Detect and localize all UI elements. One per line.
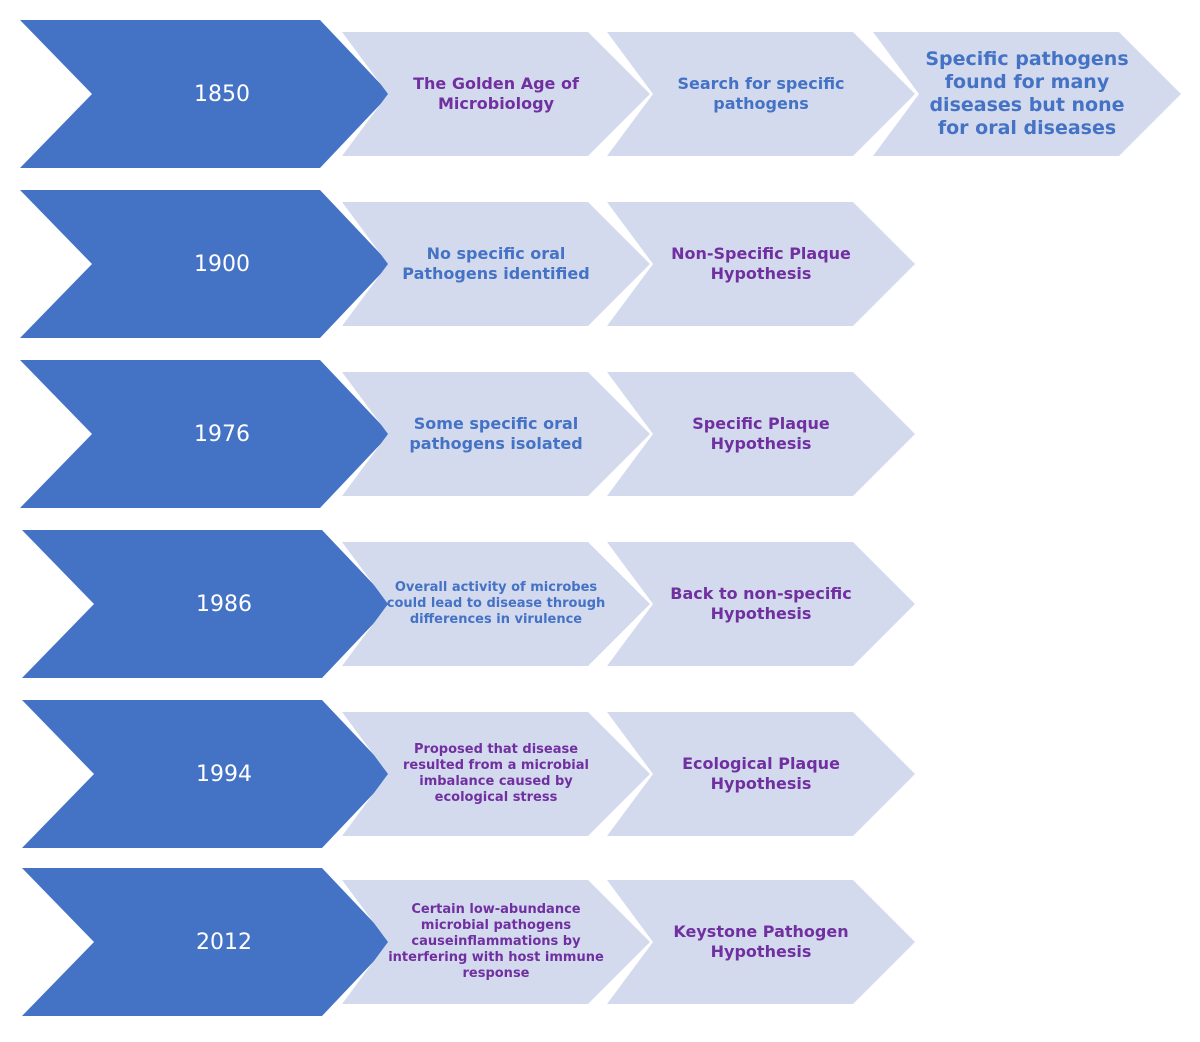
step-chevron: Specific Plaque Hypothesis [607, 372, 915, 496]
timeline-row: 1976 Some specific oral pathogens isolate… [0, 360, 1200, 508]
step-label: Non-Specific Plaque Hypothesis [671, 244, 851, 283]
step-label: Keystone Pathogen Hypothesis [673, 922, 849, 961]
step-chevron: Ecological Plaque Hypothesis [607, 712, 915, 836]
step-chevron-bg-shape [607, 202, 915, 326]
step-chevron-bg [342, 880, 650, 1004]
year-chevron: 2012 [22, 868, 392, 1016]
step-chevron: Search for specific pathogens [607, 32, 915, 156]
step-label: Specific pathogens found for many diseas… [925, 47, 1129, 140]
step-label: No specific oral Pathogens identified [402, 244, 590, 283]
step-label: Some specific oral pathogens isolated [409, 414, 583, 453]
year-label: 1986 [196, 591, 252, 617]
step-chevron: Certain low-abundance microbial pathogen… [342, 880, 650, 1004]
year-label: 1850 [194, 81, 250, 107]
step-chevron-bg [607, 372, 915, 496]
step-chevron-bg [342, 372, 650, 496]
year-chevron: 1976 [20, 360, 390, 508]
year-label: 1900 [194, 251, 250, 277]
step-label: Overall activity of microbes could lead … [386, 580, 606, 627]
year-chevron: 1994 [22, 700, 392, 848]
step-chevron: Non-Specific Plaque Hypothesis [607, 202, 915, 326]
step-chevron: Back to non-specific Hypothesis [607, 542, 915, 666]
step-chevron-bg [342, 712, 650, 836]
step-chevron-bg [342, 542, 650, 666]
step-chevron: Overall activity of microbes could lead … [342, 542, 650, 666]
step-chevron: Proposed that disease resulted from a mi… [342, 712, 650, 836]
year-label: 1976 [194, 421, 250, 447]
step-chevron-bg [873, 32, 1181, 156]
step-chevron-bg [607, 202, 915, 326]
year-label: 2012 [196, 929, 252, 955]
year-chevron-bg [20, 360, 390, 508]
year-chevron-bg [22, 700, 392, 848]
timeline-row: 2012 Certain low-abundance microbial path… [0, 868, 1200, 1016]
step-label: Search for specific pathogens [677, 74, 845, 113]
step-chevron-bg [342, 202, 650, 326]
step-chevron-bg-shape [607, 880, 915, 1004]
step-chevron: The Golden Age of Microbiology [342, 32, 650, 156]
year-chevron-bg-shape [20, 190, 390, 338]
step-label: Back to non-specific Hypothesis [670, 584, 852, 623]
year-chevron: 1986 [22, 530, 392, 678]
year-chevron-bg [20, 190, 390, 338]
step-chevron: Specific pathogens found for many diseas… [873, 32, 1181, 156]
step-chevron-bg-shape [607, 32, 915, 156]
step-chevron-bg-shape [342, 32, 650, 156]
year-chevron-bg [20, 20, 390, 168]
step-chevron-bg-shape [342, 372, 650, 496]
step-label: The Golden Age of Microbiology [413, 74, 579, 113]
timeline-row: 1850 The Golden Age of Microbiology Search… [0, 20, 1200, 168]
step-chevron: Some specific oral pathogens isolated [342, 372, 650, 496]
year-chevron-bg [22, 530, 392, 678]
step-chevron-bg-shape [342, 880, 650, 1004]
year-chevron: 1850 [20, 20, 390, 168]
year-chevron-bg-shape [20, 20, 390, 168]
step-label: Proposed that disease resulted from a mi… [403, 742, 589, 805]
step-chevron-bg-shape [607, 372, 915, 496]
step-label: Ecological Plaque Hypothesis [682, 754, 840, 793]
step-label: Certain low-abundance microbial pathogen… [388, 902, 604, 981]
year-chevron-bg-shape [22, 530, 392, 678]
step-chevron: Keystone Pathogen Hypothesis [607, 880, 915, 1004]
step-chevron-bg [607, 712, 915, 836]
year-chevron-bg-shape [20, 360, 390, 508]
step-chevron-bg-shape [342, 712, 650, 836]
step-label: Specific Plaque Hypothesis [692, 414, 830, 453]
timeline-row: 1994 Proposed that disease resulted from … [0, 700, 1200, 848]
step-chevron-bg [607, 32, 915, 156]
step-chevron-bg-shape [607, 542, 915, 666]
step-chevron-bg-shape [607, 712, 915, 836]
year-chevron-bg-shape [22, 700, 392, 848]
step-chevron-bg [607, 542, 915, 666]
timeline-row: 1986 Overall activity of microbes could l… [0, 530, 1200, 678]
timeline-row: 1900 No specific oral Pathogens identifie… [0, 190, 1200, 338]
step-chevron-bg-shape [342, 202, 650, 326]
year-chevron-bg [22, 868, 392, 1016]
year-label: 1994 [196, 761, 252, 787]
step-chevron-bg [342, 32, 650, 156]
year-chevron: 1900 [20, 190, 390, 338]
step-chevron-bg [607, 880, 915, 1004]
step-chevron-bg-shape [342, 542, 650, 666]
step-chevron: No specific oral Pathogens identified [342, 202, 650, 326]
year-chevron-bg-shape [22, 868, 392, 1016]
step-chevron-bg-shape [873, 32, 1181, 156]
